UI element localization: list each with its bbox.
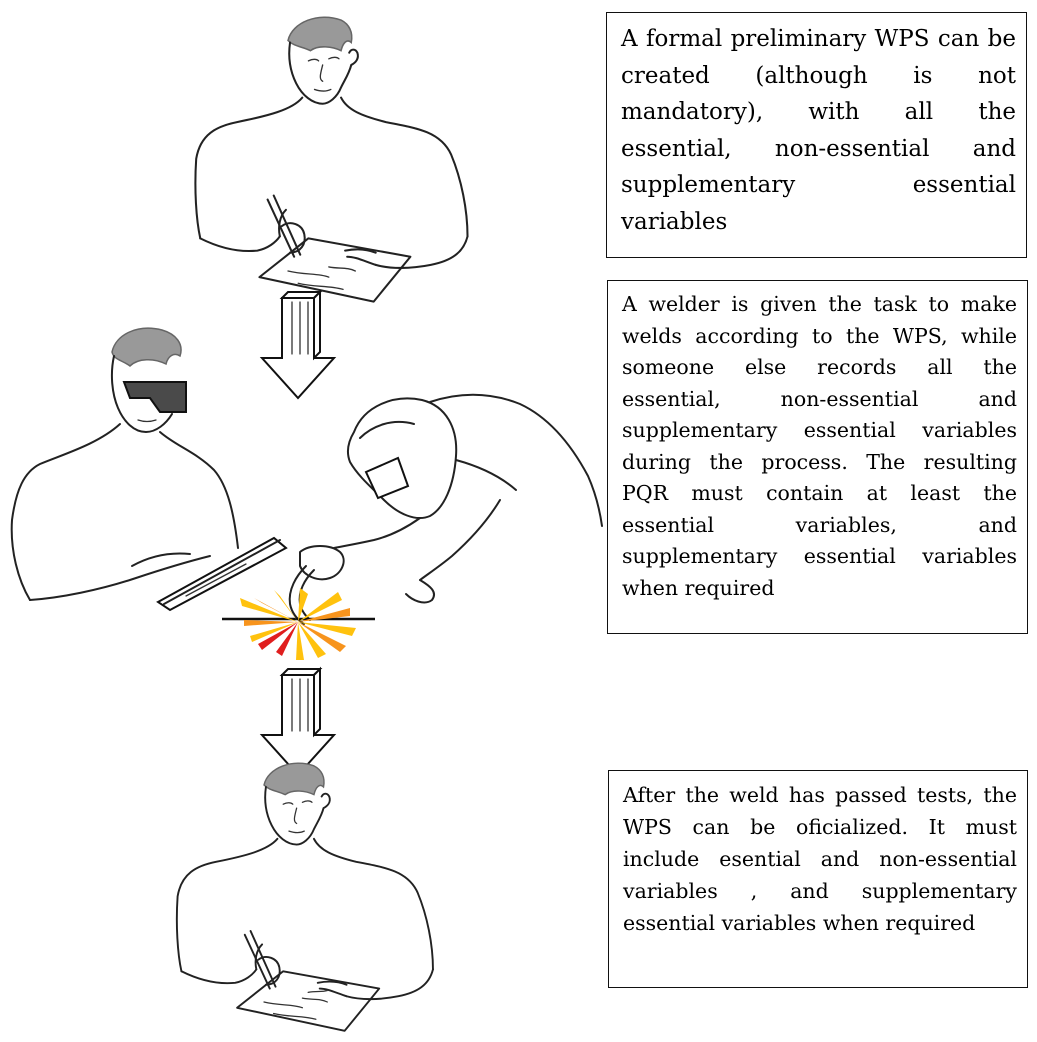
engineer-writing-figure-bottom bbox=[177, 763, 433, 1031]
step-3-textbox: After the weld has passed tests, the WPS… bbox=[608, 770, 1028, 988]
engineer-writing-figure-top bbox=[195, 17, 467, 301]
down-arrow-icon bbox=[262, 669, 334, 775]
step-1-text: A formal preliminary WPS can be created … bbox=[621, 21, 1016, 240]
step-3-text: After the weld has passed tests, the WPS… bbox=[623, 779, 1017, 939]
recorder-figure bbox=[12, 328, 286, 610]
welder-figure bbox=[290, 395, 602, 624]
down-arrow-icon bbox=[262, 292, 334, 398]
step-2-text: A welder is given the task to make welds… bbox=[622, 289, 1017, 604]
step-2-textbox: A welder is given the task to make welds… bbox=[607, 280, 1028, 634]
weld-sparks-icon bbox=[240, 588, 356, 660]
step-1-textbox: A formal preliminary WPS can be created … bbox=[606, 12, 1027, 258]
